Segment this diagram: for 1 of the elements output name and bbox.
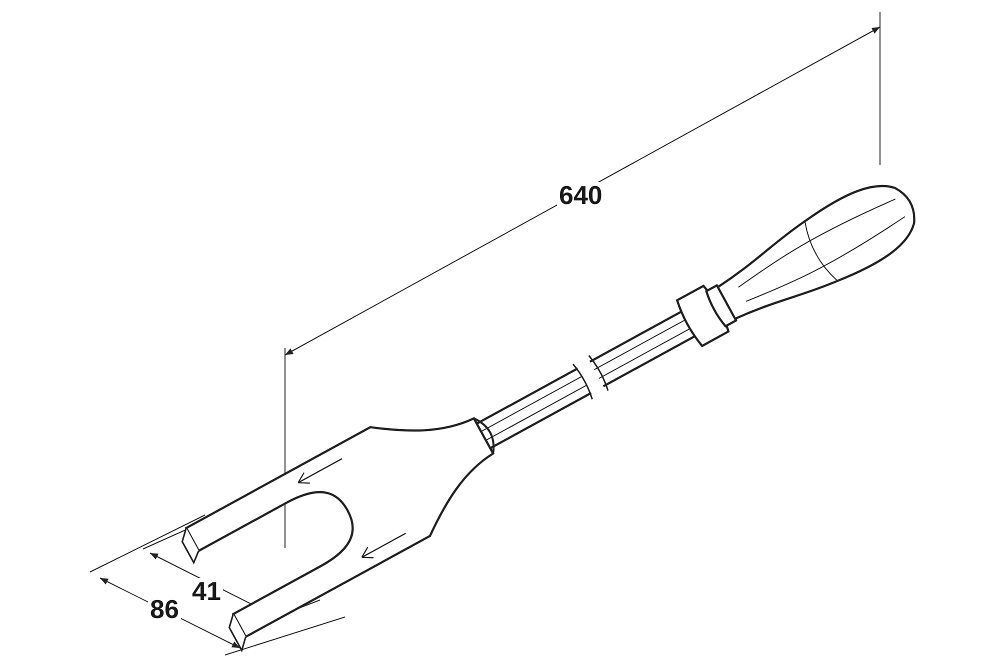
- dimension-label: 640: [557, 182, 604, 208]
